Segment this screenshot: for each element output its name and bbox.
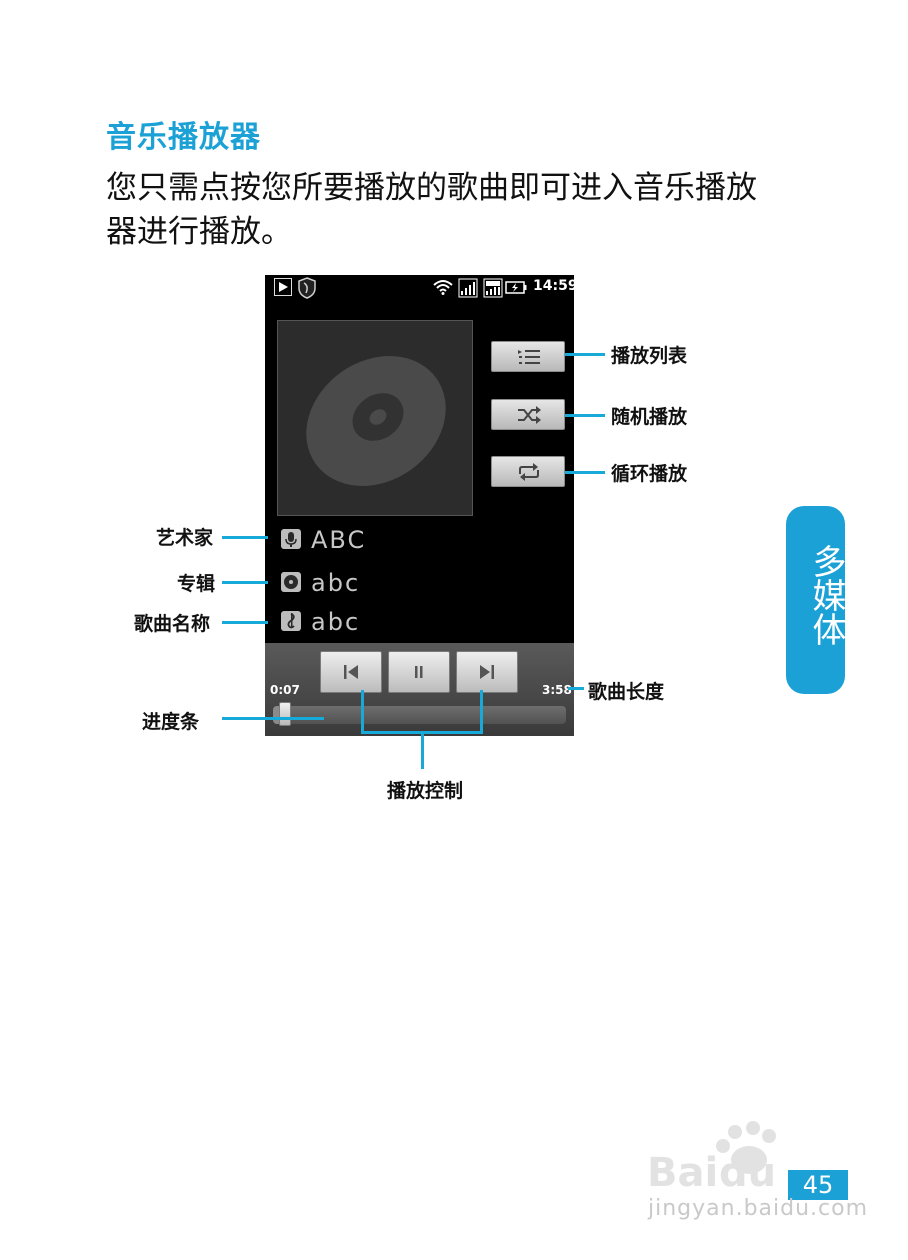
callout-album: 专辑 — [177, 573, 216, 595]
progress-thumb[interactable] — [278, 702, 291, 726]
battery-charging-icon — [505, 281, 527, 294]
callout-line-artist — [222, 536, 268, 539]
play-notification-icon — [274, 278, 292, 296]
callout-line-shuffle — [565, 414, 605, 417]
shield-icon — [298, 277, 316, 299]
playlist-button[interactable] — [491, 341, 565, 372]
chapter-tab: 多媒体 — [786, 506, 846, 694]
artist-name: ABC — [311, 526, 367, 554]
callout-progress-bar: 进度条 — [142, 711, 200, 733]
callout-artist: 艺术家 — [156, 527, 214, 549]
callout-song-name: 歌曲名称 — [134, 613, 211, 635]
callout-playback-controls: 播放控制 — [387, 780, 464, 802]
callout-line-song-length — [568, 687, 584, 690]
watermark-url: jingyan.baidu.com — [648, 1196, 869, 1221]
next-icon — [480, 665, 494, 679]
playback-panel: 0:07 3:58 — [265, 643, 574, 736]
bracket-left — [361, 690, 364, 734]
song-title: abc — [311, 608, 361, 636]
page-number: 45 — [788, 1170, 848, 1200]
shuffle-icon — [518, 406, 541, 424]
wifi-icon — [433, 280, 453, 295]
callout-line-playlist — [565, 353, 605, 356]
bracket-right — [480, 690, 483, 734]
playlist-icon — [518, 350, 540, 364]
callout-line-repeat — [565, 471, 605, 474]
phone-screenshot: 14:59 — [265, 275, 574, 736]
repeat-button[interactable] — [491, 456, 565, 487]
progress-bar[interactable] — [273, 702, 566, 726]
callout-song-length: 歌曲长度 — [588, 681, 665, 703]
cd-icon — [306, 356, 446, 486]
album-art — [277, 320, 473, 516]
music-note-icon — [281, 611, 301, 631]
callout-repeat: 循环播放 — [611, 463, 688, 485]
album-name: abc — [311, 569, 361, 597]
elapsed-time: 0:07 — [270, 683, 300, 697]
section-title: 音乐播放器 — [106, 120, 261, 155]
previous-button[interactable] — [320, 651, 382, 693]
callout-line-progress-bar — [222, 717, 324, 720]
signal-g2-icon — [483, 278, 503, 298]
previous-icon — [344, 665, 358, 679]
microphone-icon — [281, 529, 301, 549]
svg-text:Bai: Bai — [647, 1150, 718, 1196]
bracket-stem — [421, 731, 424, 769]
total-duration: 3:58 — [542, 683, 572, 697]
shuffle-button[interactable] — [491, 399, 565, 430]
status-bar: 14:59 — [265, 275, 574, 301]
chapter-tab-label: 多媒体 — [806, 544, 846, 646]
baidu-watermark-logo: Bai du — [647, 1121, 776, 1196]
signal-icon — [458, 278, 478, 298]
callout-line-album — [222, 581, 268, 584]
next-button[interactable] — [456, 651, 518, 693]
pause-icon — [415, 666, 423, 678]
intro-text: 您只需点按您所要播放的歌曲即可进入音乐播放器进行播放。 — [106, 170, 757, 250]
repeat-icon — [519, 463, 539, 481]
callout-shuffle: 随机播放 — [611, 406, 688, 428]
album-disc-icon — [281, 572, 301, 592]
callout-line-song-name — [222, 621, 268, 624]
callout-playlist: 播放列表 — [611, 345, 688, 367]
svg-text:du: du — [719, 1150, 776, 1196]
pause-button[interactable] — [388, 651, 450, 693]
status-time: 14:59 — [533, 278, 574, 294]
